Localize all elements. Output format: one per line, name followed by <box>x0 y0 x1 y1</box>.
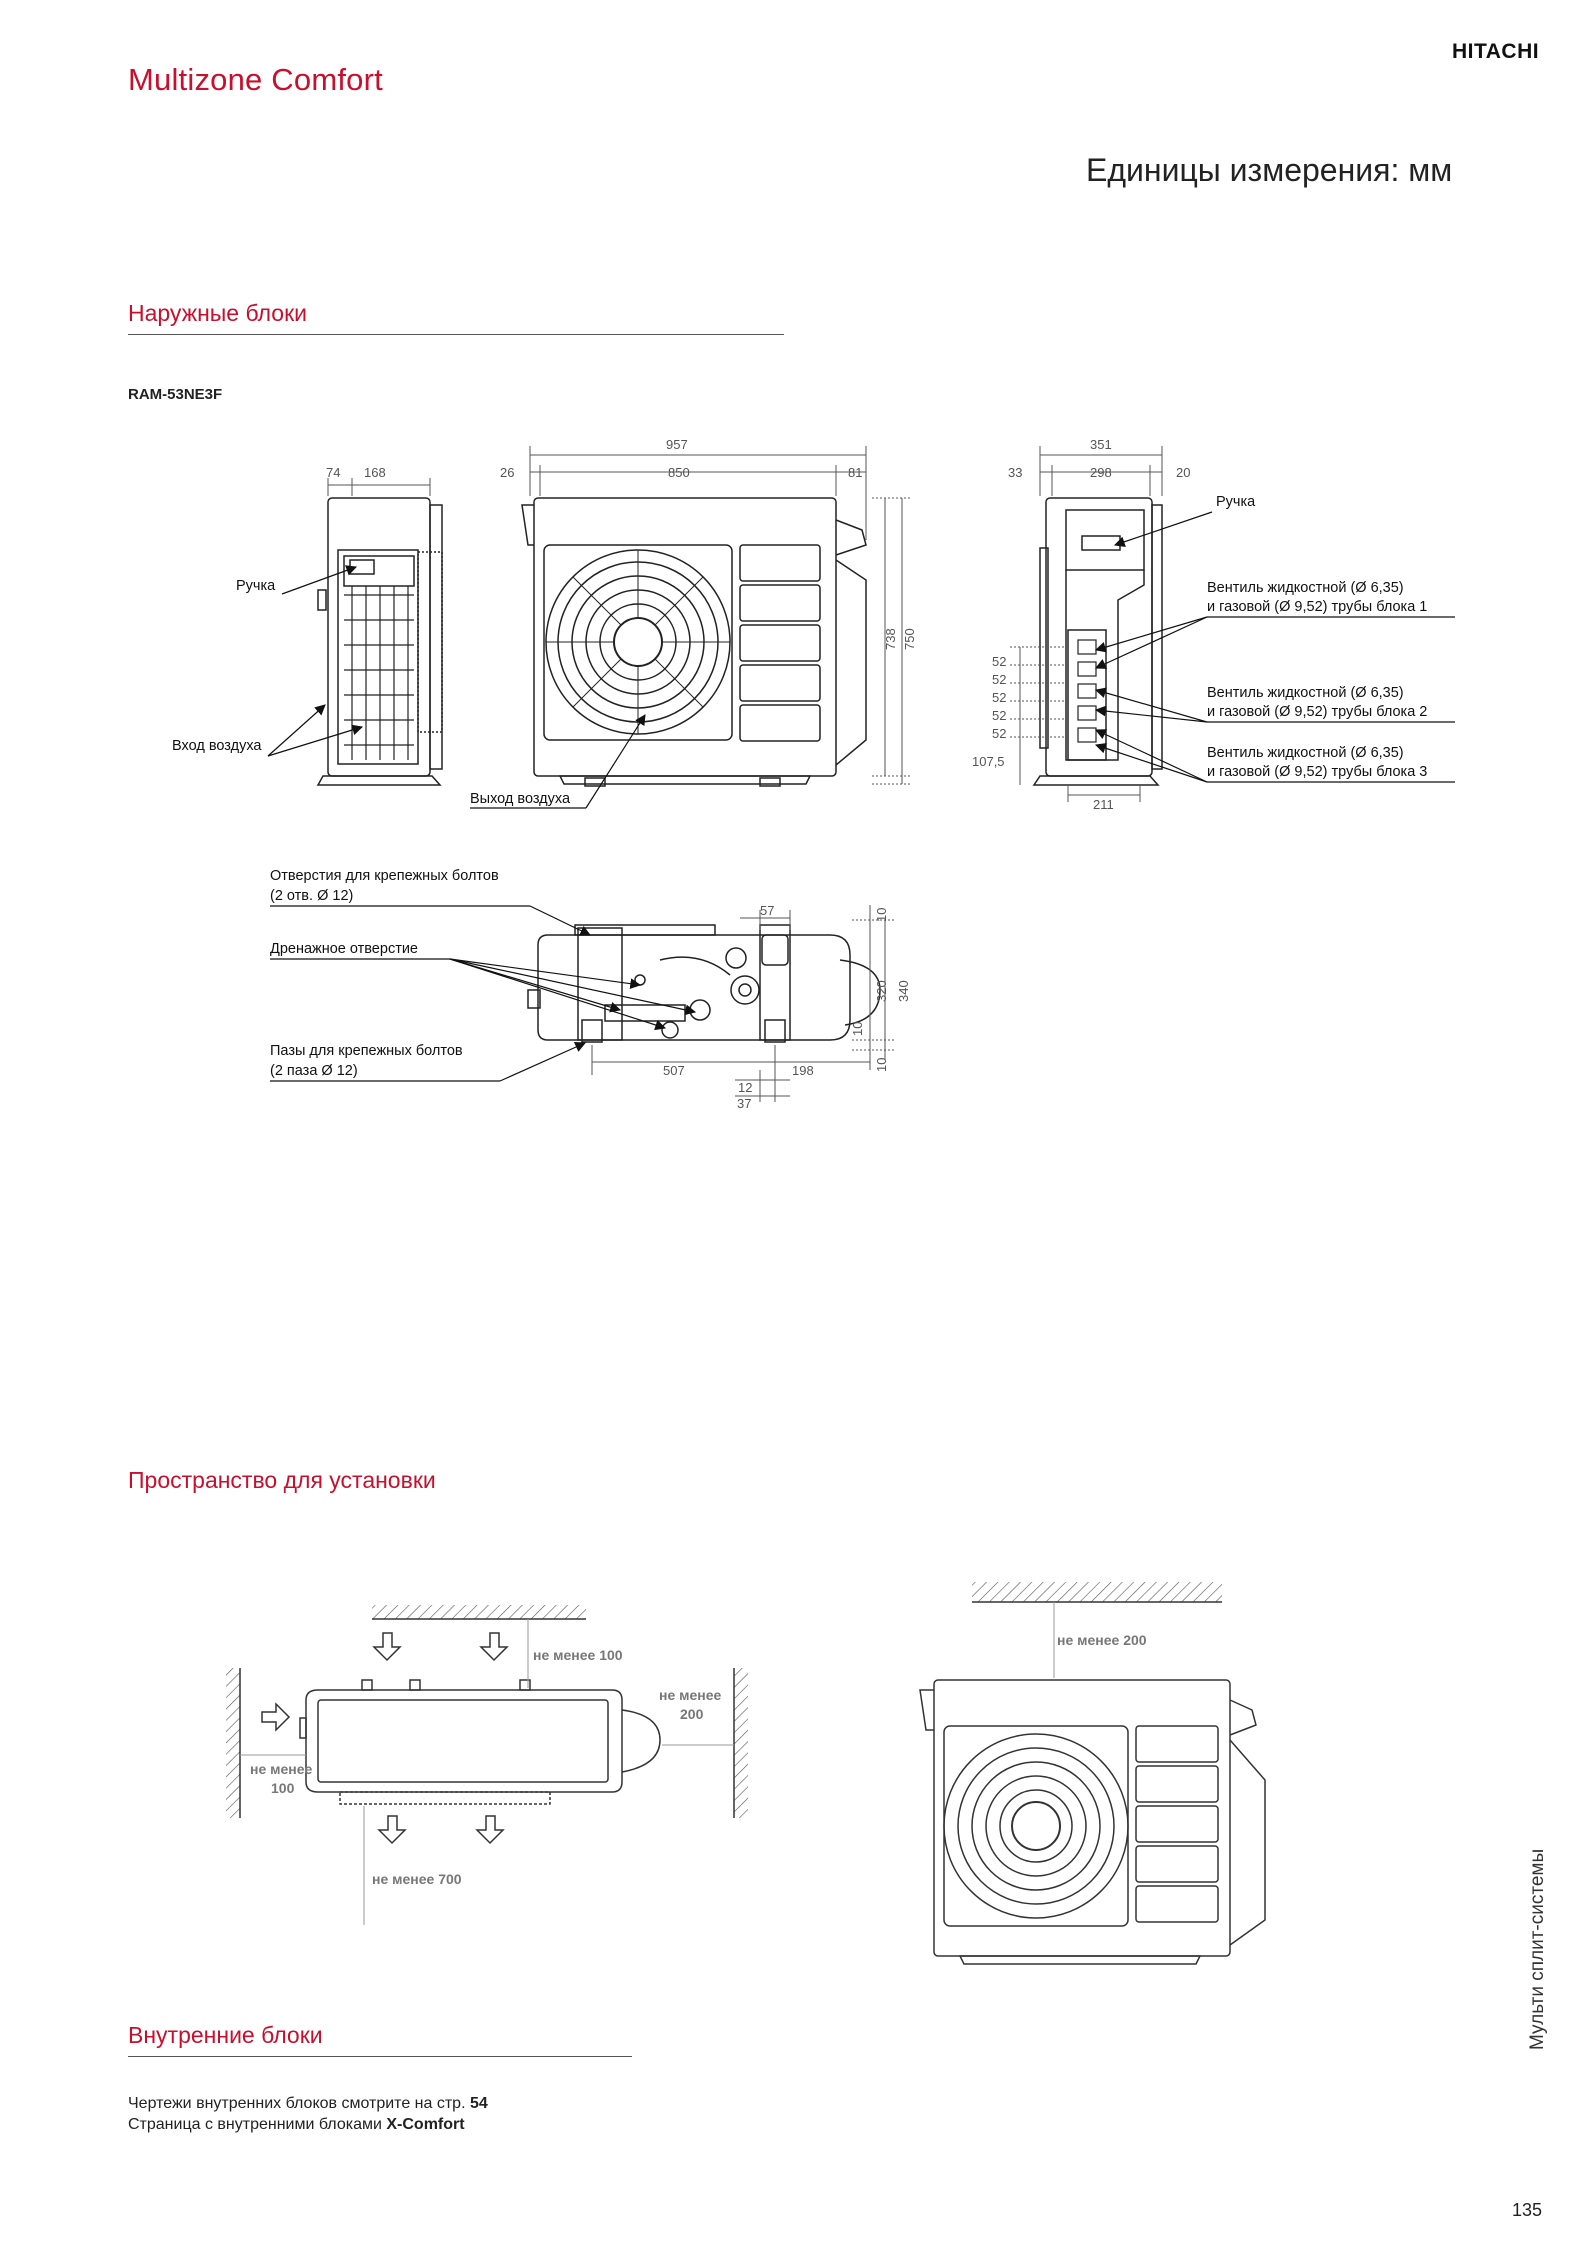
dim-bottom-10a: 10 <box>874 908 889 922</box>
dim-back-211: 211 <box>1093 797 1114 812</box>
front-view-clearance <box>919 1582 1266 1965</box>
airflow-arrows <box>261 1632 509 1845</box>
label-handle-right: Ручка <box>1216 494 1256 510</box>
dim-back-20: 20 <box>1176 465 1190 480</box>
clearance-right-line2: 200 <box>680 1706 704 1722</box>
label-air-outlet: Выход воздуха <box>470 791 571 807</box>
dim-back-298: 298 <box>1090 465 1112 480</box>
dim-back-52c: 52 <box>992 690 1006 705</box>
series-title: Multizone Comfort <box>128 62 383 97</box>
dim-back-52d: 52 <box>992 708 1006 723</box>
clearance-above: не менее 200 <box>1057 1632 1147 1648</box>
dim-front-81: 81 <box>848 465 862 480</box>
dim-bottom-320: 320 <box>874 980 889 1002</box>
section-rule <box>128 334 784 335</box>
dim-front-957: 957 <box>666 437 688 452</box>
front-view <box>521 497 867 787</box>
label-valve3-line1: Вентиль жидкостной (Ø 6,35) <box>1207 745 1404 761</box>
label-valve1-line2: и газовой (Ø 9,52) трубы блока 1 <box>1207 599 1427 615</box>
label-handle-left: Ручка <box>236 578 276 594</box>
units-label: Единицы измерения: мм <box>1086 152 1453 188</box>
dim-front-26: 26 <box>500 465 514 480</box>
label-valve1-line1: Вентиль жидкостной (Ø 6,35) <box>1207 580 1404 596</box>
clearance-left-line1: не менее <box>250 1761 313 1777</box>
clearance-left-line2: 100 <box>271 1780 295 1796</box>
dim-front-750: 750 <box>902 628 917 650</box>
bottom-view <box>527 924 881 1043</box>
top-view-plan <box>226 1605 748 1818</box>
indoor-note-2-name: X-Comfort <box>386 2116 465 2133</box>
dim-bottom-507: 507 <box>663 1063 685 1078</box>
label-drain: Дренажное отверстие <box>270 941 418 957</box>
installation-section-title: Пространство для установки <box>128 1467 436 1493</box>
hitachi-logo: HITACHI <box>1452 40 1540 63</box>
sidebar-label: Мульти сплит-системы <box>1527 1830 1567 2050</box>
indoor-note-2: Страница с внутренними блоками X-Comfort <box>128 2116 465 2134</box>
section-rule-indoor <box>128 2056 632 2057</box>
label-bolt-slots-line2: (2 паза Ø 12) <box>270 1063 358 1079</box>
indoor-note-1-text: Чертежи внутренних блоков смотрите на ст… <box>128 2095 466 2112</box>
clearance-top: не менее 100 <box>533 1647 623 1663</box>
dim-bottom-12: 12 <box>738 1080 752 1095</box>
dim-back-351: 351 <box>1090 437 1112 452</box>
dim-bottom-10b: 10 <box>850 1022 865 1036</box>
dim-front-850: 850 <box>668 465 690 480</box>
indoor-note-2-text: Страница с внутренними блоками <box>128 2116 382 2133</box>
outdoor-section-title: Наружные блоки <box>128 300 308 326</box>
dim-back-33: 33 <box>1008 465 1022 480</box>
label-valve2-line1: Вентиль жидкостной (Ø 6,35) <box>1207 685 1404 701</box>
dim-bottom-198: 198 <box>792 1063 814 1078</box>
dim-back-52e: 52 <box>992 726 1006 741</box>
label-valve3-line2: и газовой (Ø 9,52) трубы блока 3 <box>1207 764 1427 780</box>
installation-space-drawings: не менее 100 не менее 200 не менее 100 н… <box>226 1582 1266 1965</box>
dim-front-738: 738 <box>883 628 898 650</box>
indoor-note-1: Чертежи внутренних блоков смотрите на ст… <box>128 2095 488 2113</box>
dim-bottom-37: 37 <box>737 1096 751 1111</box>
right-side-view <box>1032 497 1163 786</box>
clearance-front: не менее 700 <box>372 1871 462 1887</box>
model-name: RAM-53NE3F <box>128 386 223 403</box>
dim-bottom-340: 340 <box>896 980 911 1002</box>
outdoor-unit-drawings: 74 168 Ручка Вход воздуха <box>172 437 1455 1111</box>
indoor-note-1-page: 54 <box>469 2095 488 2112</box>
label-valve2-line2: и газовой (Ø 9,52) трубы блока 2 <box>1207 704 1427 720</box>
label-bolt-slots-line1: Пазы для крепежных болтов <box>270 1043 463 1059</box>
page-number: 135 <box>1512 2200 1543 2220</box>
dim-bottom-57: 57 <box>760 903 774 918</box>
indoor-section-title: Внутренние блоки <box>128 2022 323 2048</box>
label-bolt-holes-line2: (2 отв. Ø 12) <box>270 888 353 904</box>
clearance-right-line1: не менее <box>659 1687 722 1703</box>
dim-side-168: 168 <box>364 465 386 480</box>
dim-back-52b: 52 <box>992 672 1006 687</box>
side-view <box>316 497 443 786</box>
dim-side-74: 74 <box>326 465 340 480</box>
label-air-inlet: Вход воздуха <box>172 738 262 754</box>
dim-back-52a: 52 <box>992 654 1006 669</box>
dim-back-107: 107,5 <box>972 754 1005 769</box>
label-bolt-holes-line1: Отверстия для крепежных болтов <box>270 868 499 884</box>
dim-bottom-10c: 10 <box>874 1058 889 1072</box>
sidebar-label-text: Мульти сплит-системы <box>1527 1848 1548 2050</box>
